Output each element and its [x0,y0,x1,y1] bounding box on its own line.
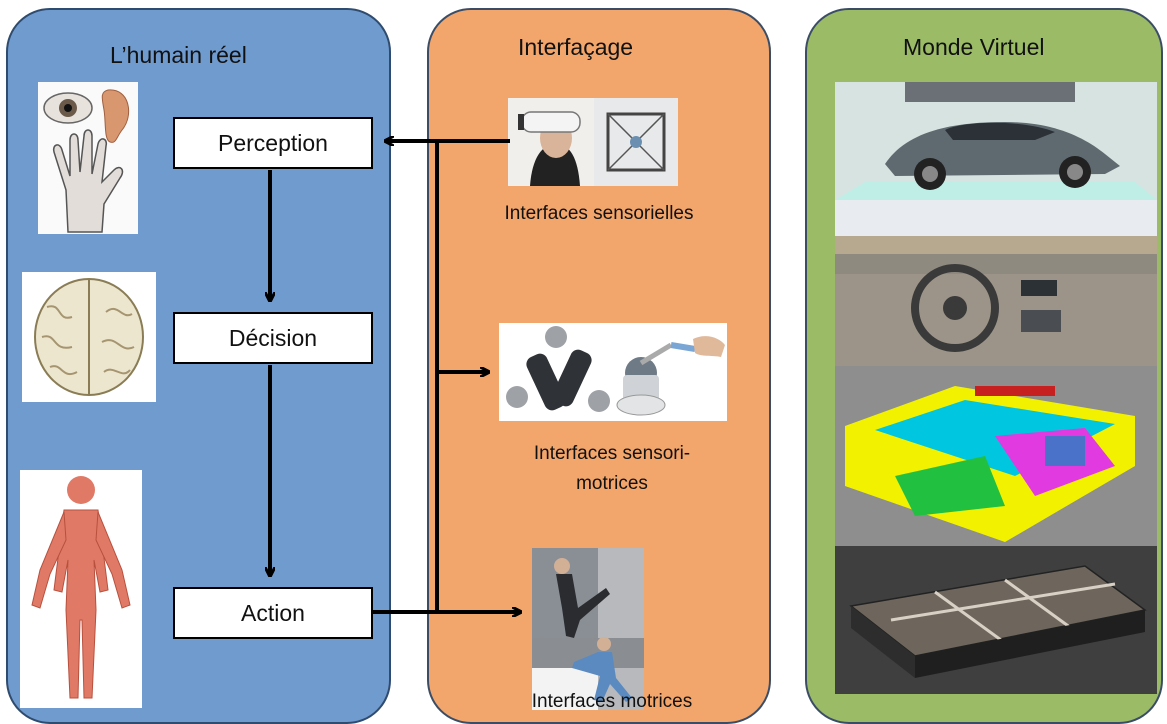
virtual-floorplan-image [835,546,1157,694]
brain-image [22,272,156,402]
perception-node: Perception [173,117,373,169]
motor-interfaces-label: Interfaces motrices [531,691,693,712]
human-panel-title: L’humain réel [110,42,247,68]
sensory-interfaces-image [508,98,678,186]
virtual-panel-title: Monde Virtuel [903,34,1045,60]
virtual-model-image [835,366,1157,546]
decision-node: Décision [173,312,373,364]
sensorimotor-interfaces-label-line1: Interfaces sensori- [533,443,691,464]
anatomy-image [20,470,142,708]
virtual-driving-image [835,200,1157,366]
interface-panel-title: Interfaçage [518,34,634,60]
senses-image [38,82,138,234]
sensorimotor-interfaces-label-line2: motrices [576,473,648,494]
sensory-interfaces-label: Interfaces sensorielles [504,203,694,224]
sensorimotor-interfaces-image [499,323,727,421]
motor-interfaces-image [532,548,644,710]
virtual-car-image [835,82,1157,200]
action-node: Action [173,587,373,639]
